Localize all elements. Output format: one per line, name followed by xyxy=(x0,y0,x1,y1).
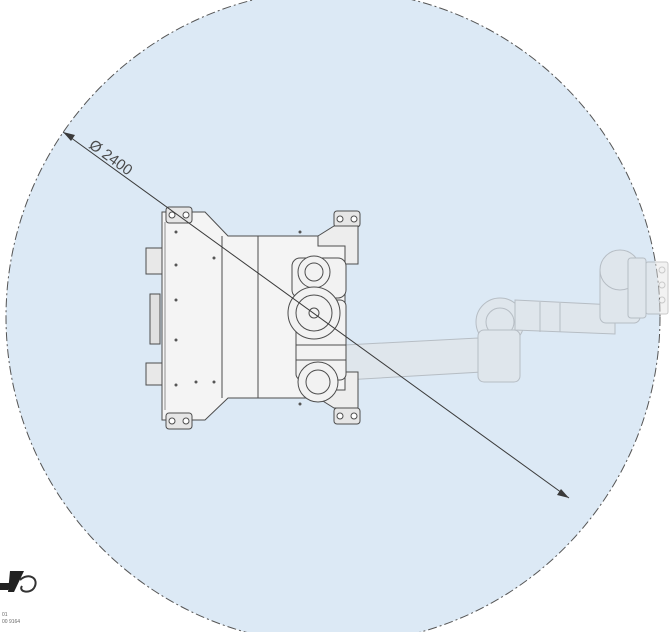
logo-text-line1: 01 xyxy=(2,612,8,618)
certification-logo: 01 00 9164 xyxy=(0,571,37,625)
logo-text-line2: 00 9164 xyxy=(2,619,20,625)
extended-arm-ghost xyxy=(344,249,669,383)
